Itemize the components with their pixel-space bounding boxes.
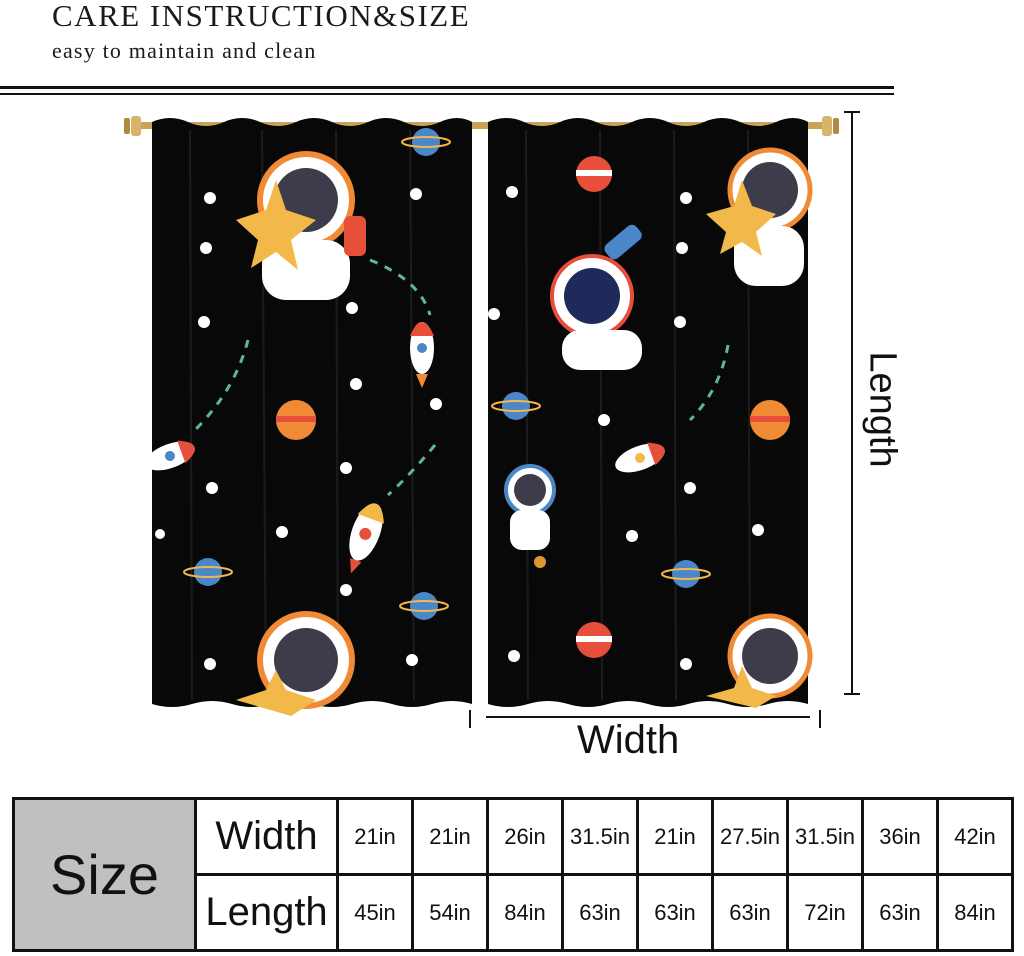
- width-value: 21in: [411, 797, 489, 876]
- rocket-trails: [193, 258, 730, 497]
- length-value: 54in: [411, 873, 489, 952]
- length-row: Length 45in 54in 84in 63in 63in 63in 72i…: [14, 873, 1014, 952]
- rocket-icons: [145, 322, 665, 574]
- length-value: 63in: [561, 873, 639, 952]
- width-value: 26in: [486, 797, 564, 876]
- width-value: 21in: [636, 797, 714, 876]
- width-value: 21in: [336, 797, 414, 876]
- length-value: 63in: [636, 873, 714, 952]
- width-row: Size Width 21in 21in 26in 31.5in 21in 27…: [12, 797, 1014, 952]
- planet-icons: [183, 128, 790, 658]
- length-value: 63in: [861, 873, 939, 952]
- length-value: 84in: [936, 873, 1014, 952]
- length-value: 45in: [336, 873, 414, 952]
- width-value: 42in: [936, 797, 1014, 876]
- size-header-cell: Size: [12, 797, 197, 952]
- width-value: 31.5in: [561, 797, 639, 876]
- header-divider-top: [0, 86, 894, 89]
- length-dimension-line: [844, 111, 860, 695]
- star-icons: [155, 186, 764, 670]
- length-value: 63in: [711, 873, 789, 952]
- length-row-label: Length: [194, 873, 339, 952]
- size-table: Size Width 21in 21in 26in 31.5in 21in 27…: [12, 797, 1014, 952]
- width-dimension-label: Width: [577, 718, 680, 762]
- width-dimension-line: [469, 710, 821, 728]
- length-value: 72in: [786, 873, 864, 952]
- width-value: 36in: [861, 797, 939, 876]
- length-dimension-label: Length: [861, 351, 904, 468]
- width-row-label: Width: [194, 797, 339, 876]
- length-value: 84in: [486, 873, 564, 952]
- astronaut-icons: [236, 147, 813, 716]
- header-divider-bottom: [0, 93, 894, 95]
- moon-icons: [443, 244, 580, 607]
- width-value: 31.5in: [786, 797, 864, 876]
- width-value: 27.5in: [711, 797, 789, 876]
- curtain-product-image: [124, 111, 860, 728]
- page-subtitle: easy to maintain and clean: [52, 38, 317, 63]
- page-title: CARE INSTRUCTION&SIZE: [52, 0, 471, 33]
